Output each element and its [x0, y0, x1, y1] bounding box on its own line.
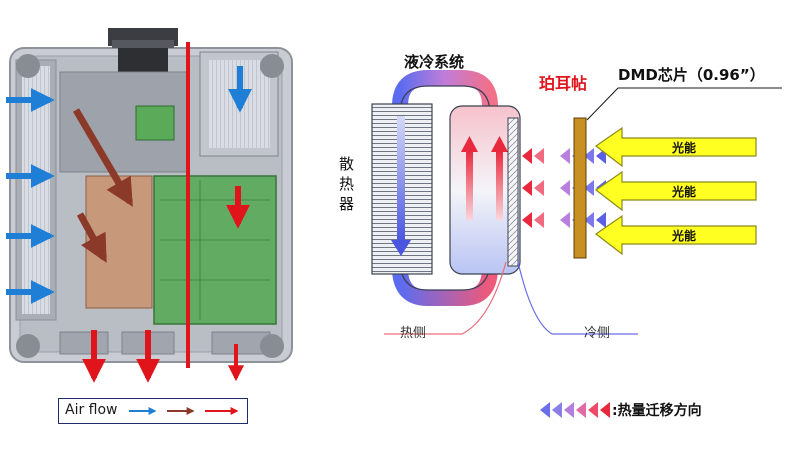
- cold-side-label: 冷侧: [584, 326, 611, 341]
- intake-arrows: [6, 66, 252, 304]
- light-energy-label-3: 光能: [672, 229, 697, 243]
- radiator-flow-arrow: [397, 116, 405, 242]
- peltier-label: 珀耳帖: [539, 74, 588, 93]
- light-energy-label-1: 光能: [672, 141, 697, 155]
- heat-sink-label: 散热器: [339, 155, 355, 213]
- lens-ring: [112, 40, 174, 48]
- heat-row-1: [522, 148, 606, 164]
- cold-side-line: [517, 261, 638, 335]
- light-arrow-3: [594, 214, 757, 256]
- light-arrow-2: [594, 170, 757, 212]
- heat-row-2: [522, 180, 606, 196]
- heat-direction-legend-arrows: [540, 402, 610, 418]
- heat-direction-label: :热量迁移方向: [612, 403, 702, 419]
- hot-side-label: 热侧: [400, 326, 427, 341]
- main-board: [153, 175, 277, 325]
- tank-up-arrows: [461, 136, 508, 220]
- airflow-legend-arrows: [129, 407, 239, 415]
- small-green-board: [135, 105, 175, 141]
- cooling-system-label: 液冷系统: [404, 53, 465, 71]
- airflow-legend-label: Air flow: [65, 402, 118, 418]
- light-energy-arrows: [594, 126, 757, 256]
- dmd-chip: [573, 117, 587, 259]
- projector-cutaway-illustration: [6, 28, 293, 383]
- hot-side-line: [384, 261, 507, 335]
- light-arrow-1: [594, 126, 757, 168]
- cooling-schematic: [371, 70, 782, 418]
- coolant-loop-top: [392, 70, 498, 107]
- heat-row-3: [522, 212, 606, 228]
- internal-arrow-2: [76, 212, 108, 263]
- light-energy-label-2: 光能: [672, 185, 697, 199]
- dmd-leader-line: [586, 87, 619, 121]
- internal-arrow-1: [72, 108, 134, 207]
- airflow-legend: Air flow: [58, 398, 248, 424]
- dmd-chip-label: DMD芯片（0.96”）: [618, 66, 765, 84]
- heat-migration-arrows: [522, 148, 606, 228]
- coolant-loop-bottom: [392, 267, 498, 306]
- projector-airflow-diagram: Air flow: [0, 0, 300, 472]
- liquid-cooling-diagram: 液冷系统 散热器 珀耳帖 DMD芯片（0.96”） 光能 光能 光能 热侧 冷侧…: [300, 0, 790, 472]
- peltier-element: [507, 117, 519, 267]
- bottom-vent-1: [59, 331, 109, 355]
